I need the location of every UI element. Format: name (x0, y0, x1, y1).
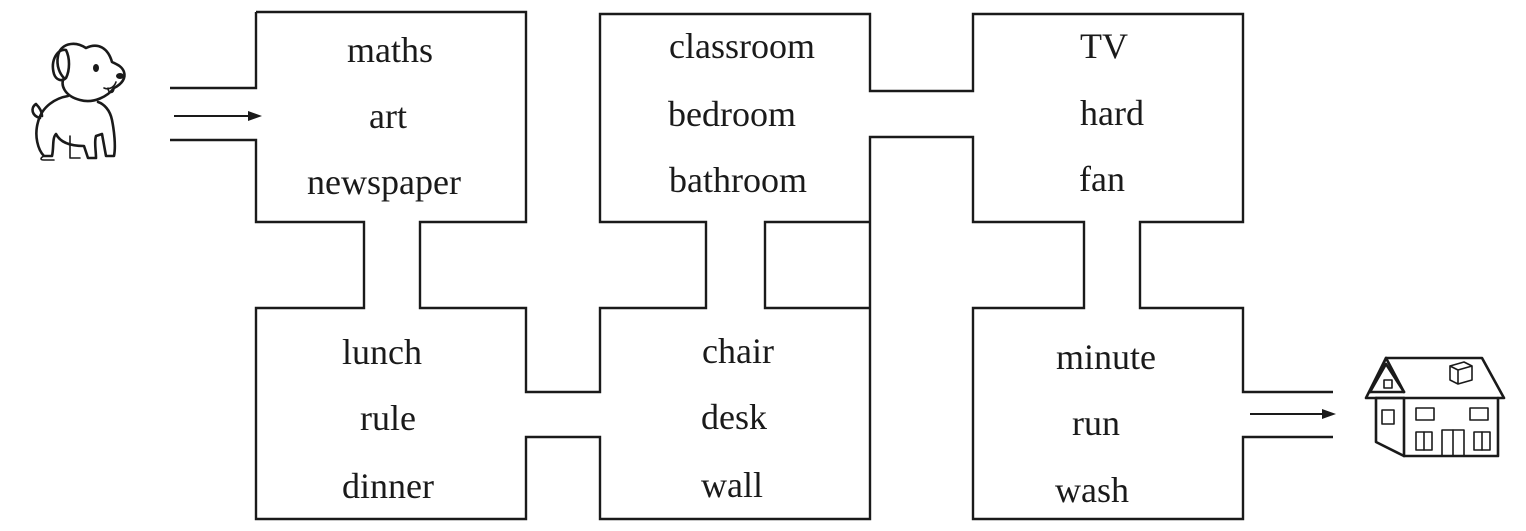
room-3-word-2: hard (1080, 93, 1144, 133)
room-4-word-1: lunch (342, 332, 422, 372)
room-left-wall (170, 12, 1333, 521)
room-1-word-3: newspaper (307, 162, 461, 202)
house-icon (1364, 356, 1506, 458)
room-1-word-1: maths (347, 30, 433, 70)
room-3-word-3: fan (1079, 159, 1125, 199)
room-5-word-1: chair (702, 331, 774, 371)
room-2-word-2: bedroom (668, 94, 796, 134)
room-4-word-2: rule (360, 398, 416, 438)
room-1: maths art newspaper (307, 30, 461, 202)
room-6-word-1: minute (1056, 337, 1156, 377)
room-2-word-3: bathroom (669, 160, 807, 200)
entry-arrow (174, 111, 262, 121)
room-6-word-3: wash (1055, 470, 1129, 510)
room-6-word-2: run (1072, 403, 1120, 443)
room-3: TV hard fan (1079, 26, 1144, 199)
puppy-icon (31, 42, 126, 161)
exit-arrow (1250, 409, 1336, 419)
room-5-word-3: wall (701, 465, 763, 505)
room-2-word-1: classroom (669, 26, 815, 66)
room-5: chair desk wall (701, 331, 774, 505)
room-6: minute run wash (1055, 337, 1156, 510)
maze-walls (170, 10, 1333, 521)
room-2: classroom bedroom bathroom (668, 26, 815, 200)
room-1-wall (256, 10, 1333, 394)
room-4-word-3: dinner (342, 466, 434, 506)
room-5-word-2: desk (701, 397, 767, 437)
room-4: lunch rule dinner (342, 332, 434, 506)
room-3-word-1: TV (1080, 26, 1128, 66)
room-1-word-2: art (369, 96, 407, 136)
